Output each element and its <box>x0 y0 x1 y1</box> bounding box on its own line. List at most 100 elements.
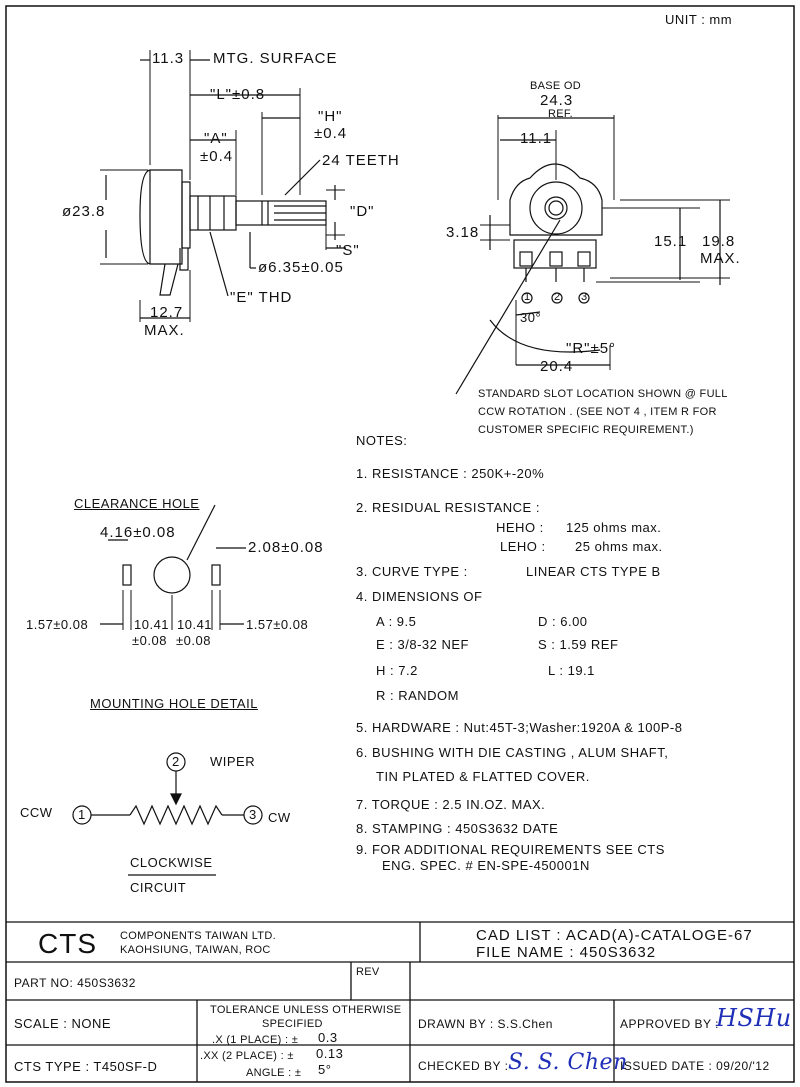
note-9-line-1: 9. FOR ADDITIONAL REQUIREMENTS SEE CTS <box>356 842 665 857</box>
note-6-line-2: TIN PLATED & FLATTED COVER. <box>376 769 590 784</box>
front-view-drawing <box>455 115 730 395</box>
cad-list: CAD LIST : ACAD(A)-CATALOGE-67 <box>476 927 753 944</box>
tolerance-angle-label: ANGLE : ± <box>246 1067 302 1079</box>
approved-signature: HSHu <box>716 1004 792 1032</box>
mounting-hole-title: MOUNTING HOLE DETAIL <box>90 696 258 711</box>
title-block-lines <box>6 921 794 1082</box>
unit-label: UNIT : mm <box>665 12 733 27</box>
base-od-ref: REF. <box>548 108 574 120</box>
dim-10-41-a: 10.41 <box>134 617 170 632</box>
dim-12-7-max: MAX. <box>144 322 185 339</box>
dim-11-3: 11.3 <box>152 50 185 67</box>
slot-note-line-2: CCW ROTATION . (SEE NOT 4 , ITEM R FOR <box>478 406 717 418</box>
circuit-title-2: CIRCUIT <box>130 880 187 895</box>
clearance-hole-title: CLEARANCE HOLE <box>74 496 200 511</box>
note-2-heho-value: 125 ohms max. <box>566 520 662 535</box>
note-2-leho-value: 25 ohms max. <box>575 539 663 554</box>
dim-19-8: 19.8 <box>702 233 736 250</box>
sheet-border <box>5 5 795 1083</box>
checked-by-label: CHECKED BY : <box>418 1059 509 1073</box>
rev-label: REV <box>356 966 380 978</box>
teeth-label: 24 TEETH <box>322 152 400 169</box>
dim-l: "L"±0.8 <box>210 86 266 103</box>
cw-label: CW <box>268 810 291 825</box>
dim-19-8-max: MAX. <box>700 250 741 267</box>
note-4-h: H : 7.2 <box>376 663 418 678</box>
note-9-line-2: ENG. SPEC. # EN-SPE-450001N <box>382 858 590 873</box>
wiper-label: WIPER <box>210 754 256 769</box>
dim-r: "R"±5° <box>566 340 617 357</box>
terminal-3-label: 3 <box>581 291 588 303</box>
dim-4-16: 4.16±0.08 <box>100 524 176 541</box>
tolerance-xx-label: .XX (2 PLACE) : ± <box>200 1050 294 1062</box>
base-od-value: 24.3 <box>540 92 574 109</box>
note-8: 8. STAMPING : 450S3632 DATE <box>356 821 559 836</box>
cts-type: CTS TYPE : T450SF-D <box>14 1059 158 1074</box>
note-7: 7. TORQUE : 2.5 IN.OZ. MAX. <box>356 797 546 812</box>
notes-header: NOTES: <box>356 433 408 448</box>
tolerance-x-label: .X (1 PLACE) : ± <box>212 1034 299 1046</box>
terminal-2-label: 2 <box>554 291 561 303</box>
note-4-l: L : 19.1 <box>548 663 595 678</box>
approved-by-label: APPROVED BY : <box>620 1017 719 1031</box>
terminal-1-label: 1 <box>524 291 531 303</box>
slot-note-line-3: CUSTOMER SPECIFIC REQUIREMENT.) <box>478 424 694 436</box>
dim-s: "S" <box>336 242 360 259</box>
slot-note-line-1: STANDARD SLOT LOCATION SHOWN @ FULL <box>478 388 728 400</box>
side-view-drawing <box>100 50 346 322</box>
dim-shaft-dia: ø6.35±0.05 <box>258 259 344 276</box>
dim-tol-a: ±0.08 <box>132 633 167 648</box>
dim-3-18: 3.18 <box>446 224 480 241</box>
dim-2-08: 2.08±0.08 <box>248 539 324 556</box>
note-2: 2. RESIDUAL RESISTANCE : <box>356 500 540 515</box>
tolerance-line-1: TOLERANCE UNLESS OTHERWISE <box>210 1004 402 1016</box>
note-4-r: R : RANDOM <box>376 688 459 703</box>
note-3-label: 3. CURVE TYPE : <box>356 564 468 579</box>
base-od-label: BASE OD <box>530 80 582 92</box>
dim-e-thd: "E" THD <box>230 289 293 306</box>
tolerance-xx-value: 0.13 <box>316 1046 344 1061</box>
tolerance-angle-value: 5° <box>318 1062 332 1077</box>
note-2-heho-label: HEHO : <box>496 520 544 535</box>
dim-d: "D" <box>350 203 375 220</box>
tolerance-line-2: SPECIFIED <box>262 1018 323 1030</box>
ccw-number: 1 <box>78 807 86 822</box>
note-4-e: E : 3/8-32 NEF <box>376 637 469 652</box>
angle-30: 30° <box>520 310 542 325</box>
circuit-drawing <box>72 752 263 876</box>
dim-20-4: 20.4 <box>540 358 574 375</box>
cts-logo: CTS <box>38 928 97 959</box>
tolerance-x-value: 0.3 <box>318 1030 338 1045</box>
file-name: FILE NAME : 450S3632 <box>476 944 657 961</box>
dim-1-57-left: 1.57±0.08 <box>26 617 89 632</box>
drawn-by: DRAWN BY : S.S.Chen <box>418 1017 553 1031</box>
part-number: PART NO: 450S3632 <box>14 976 136 990</box>
cw-number: 3 <box>249 807 257 822</box>
ccw-label: CCW <box>20 805 53 820</box>
dim-a-tol: ±0.4 <box>200 148 234 165</box>
wiper-number: 2 <box>172 754 180 769</box>
note-5: 5. HARDWARE : Nut:45T-3;Washer:1920A & 1… <box>356 720 683 735</box>
dim-10-41-b: 10.41 <box>177 617 213 632</box>
mtg-surface-label: MTG. SURFACE <box>213 50 338 67</box>
scale: SCALE : NONE <box>14 1016 112 1031</box>
issued-date: ISSUED DATE : 09/20/'12 <box>620 1059 770 1073</box>
note-4-d: D : 6.00 <box>538 614 588 629</box>
note-3-value: LINEAR CTS TYPE B <box>526 564 661 579</box>
note-6-line-1: 6. BUSHING WITH DIE CASTING , ALUM SHAFT… <box>356 745 669 760</box>
clearance-hole-drawing <box>100 504 246 630</box>
dim-h-tol: ±0.4 <box>314 125 348 142</box>
note-4-a: A : 9.5 <box>376 614 417 629</box>
note-4: 4. DIMENSIONS OF <box>356 589 483 604</box>
circuit-title-1: CLOCKWISE <box>130 855 213 870</box>
dim-dia-23-8: ø23.8 <box>62 203 106 220</box>
dim-h-label: "H" <box>318 108 343 125</box>
dim-15-1: 15.1 <box>654 233 688 250</box>
dim-a-label: "A" <box>204 130 228 147</box>
dim-tol-b: ±0.08 <box>176 633 211 648</box>
company-line-1: COMPONENTS TAIWAN LTD. <box>120 930 276 942</box>
note-1: 1. RESISTANCE : 250K+-20% <box>356 466 545 481</box>
dim-12-7: 12.7 <box>150 304 184 321</box>
